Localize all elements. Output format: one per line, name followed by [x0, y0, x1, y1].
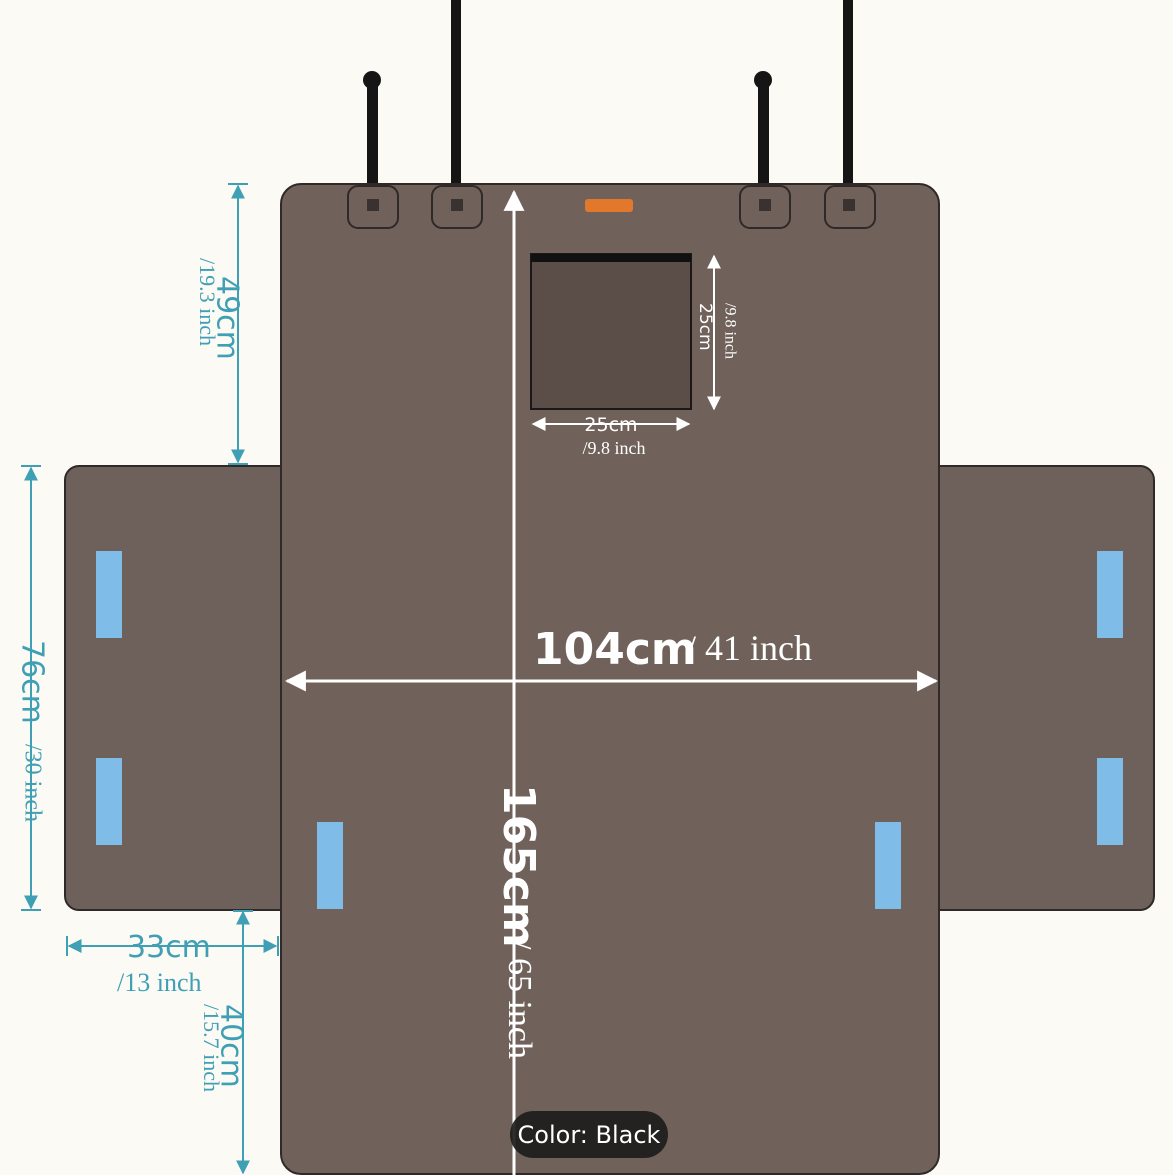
mesh-window-zipper	[531, 254, 691, 262]
strap-loops	[347, 185, 876, 229]
width-value: 104cm	[533, 624, 697, 675]
window-width-value: 25cm	[584, 414, 637, 436]
teal-dimension-lines	[21, 183, 279, 1175]
side-flap-width-imperial: /13 inch	[117, 968, 202, 997]
width-imperial: / 41 inch	[686, 628, 812, 668]
color-selector-badge[interactable]: Color: Black	[510, 1111, 668, 1158]
mesh-window	[530, 253, 692, 410]
window-height-value: 25cm	[695, 303, 715, 351]
brand-tag	[585, 199, 633, 212]
length-imperial: / 65 inch	[501, 940, 538, 1059]
bottom-section-imperial: /15.7 inch	[199, 1004, 224, 1092]
strap-long-left	[451, 0, 461, 200]
velcro-strips	[96, 551, 1123, 909]
straps	[363, 0, 853, 200]
bottom-section-value: 40cm	[214, 1004, 249, 1088]
color-selector-label: Color: Black	[517, 1120, 661, 1149]
loop-rivets	[367, 199, 855, 211]
strap-long-right	[843, 0, 853, 200]
side-flap-height-value: 76cm	[15, 640, 50, 724]
top-section-imperial: /19.3 inch	[195, 258, 220, 346]
strap-short-right	[758, 85, 769, 200]
strap-short-left	[367, 85, 378, 200]
top-section-value: 49cm	[210, 276, 245, 360]
side-flap-width-value: 33cm	[127, 930, 211, 965]
window-width-imperial: /9.8 inch	[583, 438, 646, 458]
strap-buckle-left	[363, 71, 381, 89]
window-height-imperial: /9.8 inch	[721, 303, 738, 359]
length-value: 165cm	[493, 784, 544, 948]
strap-buckle-right	[754, 71, 772, 89]
side-flap-height-imperial: /30 inch	[19, 744, 45, 822]
